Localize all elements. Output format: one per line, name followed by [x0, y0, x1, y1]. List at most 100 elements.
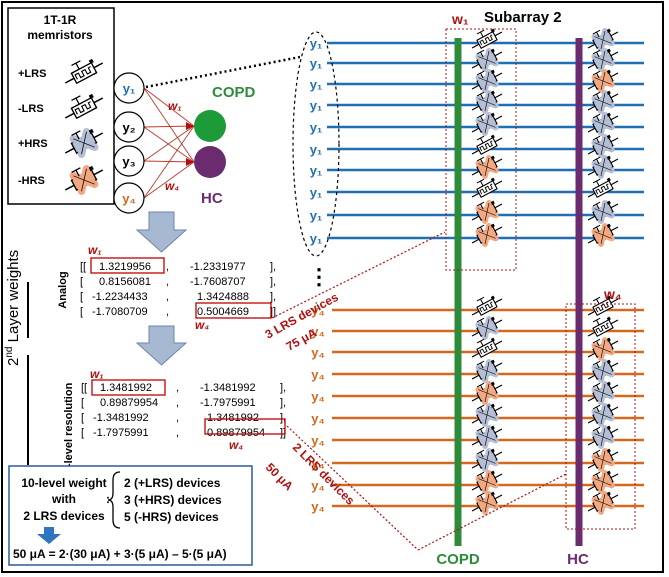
device-top-copd-3 — [471, 69, 503, 93]
legend-item-plus-hrs: +HRS — [18, 138, 48, 150]
analog-w1-highlight — [90, 257, 165, 274]
arrow-down-1 — [135, 211, 188, 253]
info-box: 10-level weight with : 2 LRS devices 2 (… — [8, 465, 253, 566]
tenlevel-w4-highlight — [204, 418, 286, 435]
legend-item-plus-lrs: +LRS — [18, 68, 46, 80]
nn-edge-y1-out2 — [143, 87, 195, 163]
analog-w1-label: w₁ — [88, 243, 102, 257]
info-arrow — [37, 527, 61, 544]
analog-bracket-close: ]] — [270, 306, 276, 318]
row-label-y1: y₁ — [310, 98, 323, 113]
row-label-y1: y₁ — [310, 185, 323, 200]
legend-icon-plusminus-hrs — [64, 128, 104, 158]
row-label-y1: y₁ — [310, 163, 323, 178]
tenlevel-cell: 0.89879954 — [207, 427, 265, 439]
device-top-copd-1 — [471, 28, 503, 49]
nn-edge-y3-out1 — [143, 125, 195, 162]
device-bottom-copd-4 — [471, 359, 503, 383]
row-label-y1: y₁ — [310, 142, 323, 157]
info-device-2: 3 (+HRS) devices — [124, 493, 222, 507]
device-bottom-copd-6 — [471, 403, 503, 427]
side-label-text: Layer weights — [5, 250, 22, 347]
layer-weights-side-label: 2nd Layer weights — [4, 250, 29, 465]
nn-weight-label-w1: w₁ — [168, 99, 182, 113]
tenlevel-bracket-open: [ — [81, 397, 84, 409]
subarray: y₁y₁y₁y₁y₁y₁y₁y₁y₁y₁y₄y₄y₄y₄y₄y₄y₄y₄y₄y₄… — [292, 9, 644, 568]
input-node-y3 — [113, 145, 145, 177]
device-top-hc-6 — [587, 134, 619, 158]
analog-cell: -1.7608707 — [190, 276, 246, 288]
row-label-y4: y₄ — [311, 478, 324, 493]
w4-group-box — [565, 303, 636, 530]
analog-cell: 0.8156081 — [99, 276, 151, 288]
info-colon: : — [106, 492, 110, 506]
row-label-y4: y₄ — [311, 303, 324, 318]
analog-comma: , — [166, 261, 169, 273]
tenlevel-comma: , — [176, 412, 179, 424]
annotation-bottom-line2: 50 μA — [263, 460, 296, 493]
device-bottom-copd-1 — [471, 295, 503, 316]
zoom-line — [145, 55, 301, 89]
tenlevel-bracket-close: ], — [280, 397, 286, 409]
tenlevel-bracket-close: ], — [280, 412, 286, 424]
device-bottom-hc-5 — [587, 381, 619, 405]
device-top-hc-2 — [587, 48, 619, 72]
device-top-copd-6 — [471, 134, 503, 155]
analog-matrix: Analog w₁ w₄ [[1.3219956,-1.2331977], [0… — [57, 243, 276, 332]
annotation-bottom-line1: 2 LRS devices — [290, 440, 358, 508]
analog-label: Analog — [57, 271, 69, 308]
analog-w4-highlight — [195, 302, 272, 319]
subarray-title: Subarray 2 — [484, 9, 562, 26]
tenlevel-comma: , — [176, 397, 179, 409]
input-label-y4: y₄ — [122, 191, 135, 206]
device-top-copd-4 — [471, 90, 503, 114]
nn-edge-y2-out2 — [143, 126, 195, 163]
output-label-copd: COPD — [212, 84, 256, 101]
tenlevel-w1-highlight — [91, 379, 166, 396]
input-label-y1: y₁ — [123, 81, 136, 96]
input-node-y2 — [113, 111, 145, 143]
device-bottom-copd-2 — [471, 316, 503, 340]
device-top-copd-5 — [471, 112, 503, 136]
analog-bracket-close: ], — [270, 276, 276, 288]
tenlevel-bracket-open: [[ — [81, 382, 87, 394]
device-top-hc-8 — [587, 177, 619, 198]
tenlevel-cell: -1.3481992 — [93, 412, 149, 424]
analog-cell: 0.5004669 — [197, 306, 249, 318]
device-top-copd-7 — [471, 155, 503, 179]
analog-bracket-close: ], — [270, 261, 276, 273]
side-label-number: 2 — [5, 358, 22, 366]
info-line2: with — [51, 492, 76, 506]
row-label-y1: y₁ — [310, 56, 323, 71]
nn-arrowhead-0 — [186, 122, 194, 130]
row-label-y4: y₄ — [311, 389, 324, 404]
input-label-y2: y₂ — [122, 120, 135, 135]
row-label-y1: y₁ — [310, 36, 323, 51]
info-device-1: 2 (+LRS) devices — [124, 476, 221, 490]
row-label-y4: y₄ — [311, 411, 324, 426]
device-bottom-hc-1 — [587, 295, 619, 316]
tenlevel-bracket-close: ], — [280, 382, 286, 394]
tenlevel-comma: , — [176, 382, 179, 394]
info-line3: 2 LRS devices — [23, 509, 105, 523]
device-bottom-copd-8 — [471, 448, 503, 472]
tenlevel-cell: -1.3481992 — [200, 382, 256, 394]
row-label-y1: y₁ — [310, 231, 323, 246]
subarray-w1-label: w₁ — [451, 11, 469, 27]
tenlevel-w1-label: w₁ — [90, 367, 104, 381]
input-node-y1 — [113, 72, 145, 104]
analog-bracket-open: [ — [80, 306, 83, 318]
nn-edge-y2-out1 — [143, 125, 195, 128]
analog-w4-label: w₄ — [195, 318, 209, 332]
device-top-copd-8 — [471, 177, 503, 198]
device-bottom-hc-2 — [587, 316, 619, 337]
device-top-copd-2 — [471, 48, 503, 72]
device-bottom-copd-7 — [471, 425, 503, 449]
nn-weight-label-w4: w₄ — [165, 179, 179, 193]
device-bottom-copd-9 — [471, 470, 503, 494]
arrow-down-2 — [135, 325, 188, 366]
row-label-y4: y₄ — [311, 456, 324, 471]
nn-arrowhead-1 — [186, 158, 194, 166]
legend-box: 1T-1R memristors +LRS -LRS +HRS -HRS — [7, 7, 115, 205]
